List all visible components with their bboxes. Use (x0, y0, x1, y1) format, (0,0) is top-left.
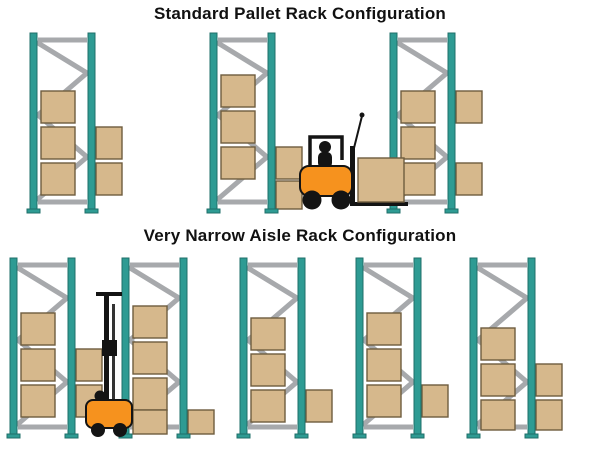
baseplate (206, 208, 221, 214)
baseplate (84, 208, 99, 214)
pallet-box (20, 384, 56, 418)
pallet-box (455, 90, 483, 124)
upright-post (389, 32, 398, 210)
pallet-box (250, 353, 286, 387)
pallet-rack (386, 32, 483, 214)
driver-head (319, 141, 331, 153)
pallet-box (250, 389, 286, 423)
vna-configuration-title: Very Narrow Aisle Rack Configuration (143, 226, 457, 245)
wheel-left (91, 423, 105, 437)
pallet-box (220, 74, 256, 108)
baseplate (64, 433, 79, 439)
upright-post (267, 32, 276, 210)
upright-post (413, 257, 422, 435)
baseplate (410, 433, 425, 439)
pallet-rack (206, 32, 303, 214)
pallet-box (480, 399, 516, 431)
pallet-box (400, 162, 436, 196)
upright-post (9, 257, 18, 435)
pallet-box (95, 126, 123, 160)
pallet-box (40, 162, 76, 196)
baseplate (264, 208, 279, 214)
pallet-box (275, 146, 303, 180)
upright-post (179, 257, 188, 435)
upright-post (239, 257, 248, 435)
pallet-box (220, 110, 256, 144)
pallet-box (275, 180, 303, 210)
baseplate (524, 433, 539, 439)
pallet-rack (26, 32, 123, 214)
baseplate (294, 433, 309, 439)
forklift-body (299, 165, 353, 197)
baseplate (386, 208, 401, 214)
upright-post (355, 257, 364, 435)
vna-body (85, 399, 133, 429)
baseplate (236, 433, 251, 439)
pallet-box (132, 341, 168, 375)
pallet-box (535, 363, 563, 397)
upright-post (29, 32, 38, 210)
pallet-box (95, 162, 123, 196)
pallet-box (132, 305, 168, 339)
overhead-guard (308, 135, 344, 166)
fork (350, 202, 408, 206)
fork-carriage (102, 340, 117, 356)
pallet-box (187, 409, 215, 435)
counterbalance-forklift (299, 112, 408, 210)
pallet-box (455, 162, 483, 196)
pallet-box (305, 389, 333, 423)
front-wheel (331, 190, 351, 210)
pallet-box (40, 126, 76, 160)
pallet-box (250, 317, 286, 351)
antenna-tip-icon (359, 112, 365, 118)
pallet-rack (236, 257, 333, 439)
pallet-box (366, 312, 402, 346)
pallet-box (366, 384, 402, 418)
pallet-box (535, 399, 563, 431)
pallet-box (220, 146, 256, 180)
baseplate (6, 433, 21, 439)
carried-box (357, 157, 405, 203)
pallet-rack (466, 257, 563, 439)
pallet-rack (6, 257, 103, 439)
upright-post (67, 257, 76, 435)
rear-wheel (302, 190, 322, 210)
pallet-box (132, 409, 168, 435)
pallet-box (366, 348, 402, 382)
pallet-box (480, 327, 516, 361)
vna-forklift (85, 292, 133, 437)
pallet-box (132, 377, 168, 411)
upright-post (447, 32, 456, 210)
upright-post (297, 257, 306, 435)
baseplate (176, 433, 191, 439)
upright-post (87, 32, 96, 210)
standard-configuration-title: Standard Pallet Rack Configuration (153, 4, 447, 23)
antenna (353, 115, 363, 149)
driver-torso (318, 152, 332, 168)
pallet-box (75, 348, 103, 382)
driver-head (94, 390, 106, 402)
mast-crossbar (96, 292, 122, 296)
pallet-box (40, 90, 76, 124)
pallet-box (400, 126, 436, 160)
pallet-rack (352, 257, 449, 439)
baseplate (466, 433, 481, 439)
pallet-box (20, 348, 56, 382)
upright-post (527, 257, 536, 435)
pallet-box (400, 90, 436, 124)
upright-post (469, 257, 478, 435)
pallet-rack (118, 257, 215, 439)
baseplate (444, 208, 459, 214)
wheel-right (113, 423, 127, 437)
pallet-box (480, 363, 516, 397)
pallet-box (20, 312, 56, 346)
upright-post (209, 32, 218, 210)
baseplate (352, 433, 367, 439)
pallet-box (421, 384, 449, 418)
mast-rail (112, 304, 115, 412)
baseplate (26, 208, 41, 214)
